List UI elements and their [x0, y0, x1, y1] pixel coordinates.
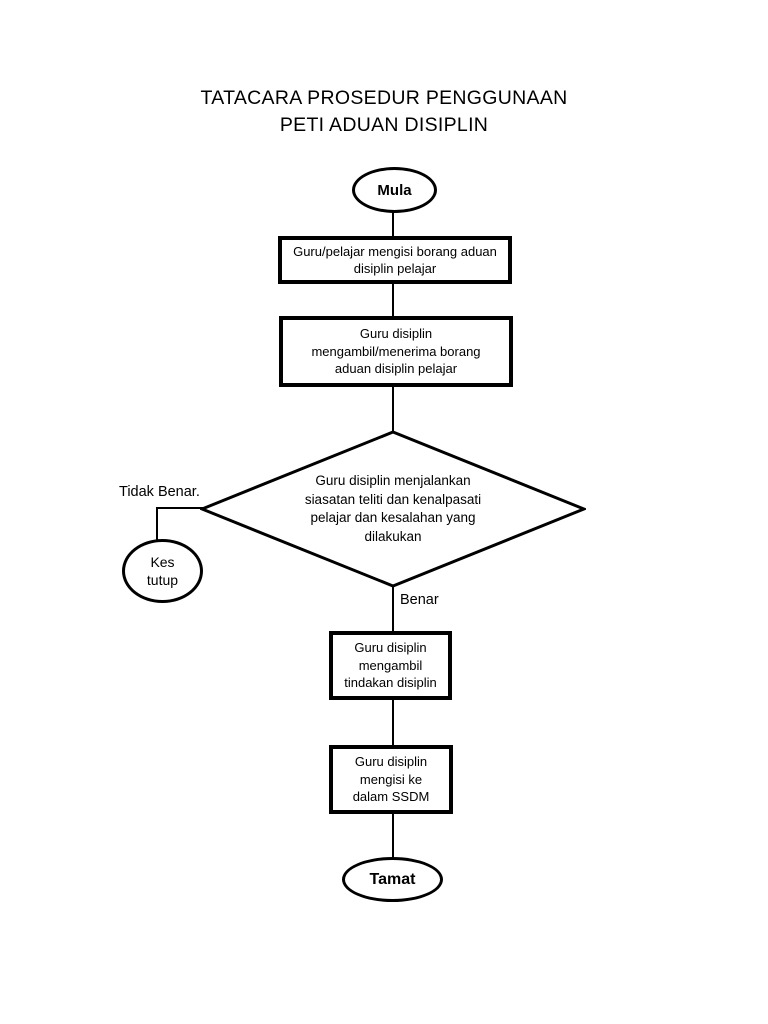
flowchart-node-receive-form: Guru disiplin mengambil/menerima borang … — [279, 316, 513, 387]
receive-form-line3: aduan disiplin pelajar — [334, 361, 458, 377]
end-label: Tamat — [369, 870, 416, 888]
connector-decision-to-take-action — [392, 583, 394, 632]
page-title-line1: TATACARA PROSEDUR PENGGUNAAN — [200, 87, 568, 109]
receive-form-line1: Guru disiplin — [359, 326, 433, 342]
connector-start-to-fill-form — [392, 211, 394, 237]
decision-diamond-outline — [200, 430, 586, 588]
start-label: Mula — [377, 181, 412, 199]
fill-form-line1: Guru/pelajar mengisi borang aduan — [293, 243, 497, 259]
case-closed-line1: Kes — [150, 554, 175, 570]
record-ssdm-line2: mengisi ke — [359, 771, 423, 787]
connector-record-ssdm-to-end — [392, 812, 394, 859]
fill-form-line2: disiplin pelajar — [353, 261, 437, 276]
take-action-line3: tindakan disiplin — [344, 675, 437, 691]
flowchart-node-record-ssdm: Guru disiplin mengisi ke dalam SSDM — [329, 745, 453, 814]
flowchart-node-decision: Guru disiplin menjalankan siasatan telit… — [200, 430, 586, 588]
case-closed-line2: tutup — [146, 572, 179, 588]
branch-label-benar: Benar — [400, 592, 439, 608]
flowchart-node-start: Mula — [352, 167, 437, 213]
connector-decision-to-case-closed-vertical — [156, 507, 158, 540]
connector-receive-form-to-decision — [392, 385, 394, 434]
record-ssdm-line3: dalam SSDM — [352, 789, 430, 805]
decision-line2: siasatan teliti dan kenalpasati — [304, 491, 482, 507]
connector-fill-form-to-receive-form — [392, 281, 394, 317]
record-ssdm-line1: Guru disiplin — [354, 754, 428, 770]
connector-decision-to-case-closed-horizontal — [156, 507, 205, 509]
decision-line1: Guru disiplin menjalankan — [315, 473, 471, 488]
decision-line3: pelajar dan kesalahan yang — [310, 510, 476, 525]
flowchart-node-end: Tamat — [342, 857, 443, 902]
page-title: TATACARA PROSEDUR PENGGUNAAN PETI ADUAN … — [0, 85, 768, 139]
flowchart-node-fill-form: Guru/pelajar mengisi borang aduan disipl… — [278, 236, 512, 284]
branch-label-tidak-benar: Tidak Benar. — [119, 484, 200, 500]
decision-line4: dilakukan — [364, 528, 422, 544]
connector-take-action-to-record-ssdm — [392, 698, 394, 746]
flowchart-node-case-closed: Kes tutup — [122, 539, 203, 603]
flowchart-node-take-action: Guru disiplin mengambil tindakan disipli… — [329, 631, 452, 700]
receive-form-line2: mengambil/menerima borang — [311, 343, 481, 359]
take-action-line1: Guru disiplin — [354, 640, 427, 656]
page-title-line2: PETI ADUAN DISIPLIN — [279, 114, 489, 136]
take-action-line2: mengambil — [358, 657, 423, 673]
decision-label: Guru disiplin menjalankan siasatan telit… — [278, 430, 508, 588]
